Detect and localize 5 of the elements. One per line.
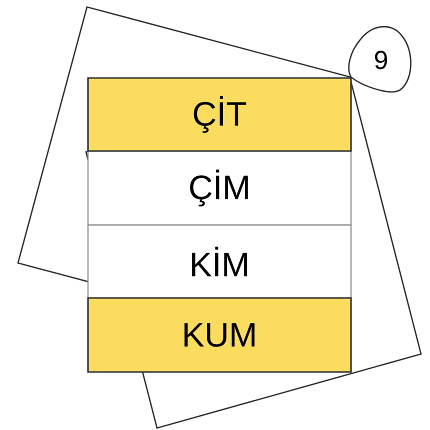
word-row: ÇİT	[87, 77, 352, 152]
word-row: ÇİM	[87, 150, 352, 226]
word-row: KUM	[87, 297, 352, 373]
number-badge: 9	[348, 26, 412, 92]
word-row: KİM	[87, 224, 352, 299]
